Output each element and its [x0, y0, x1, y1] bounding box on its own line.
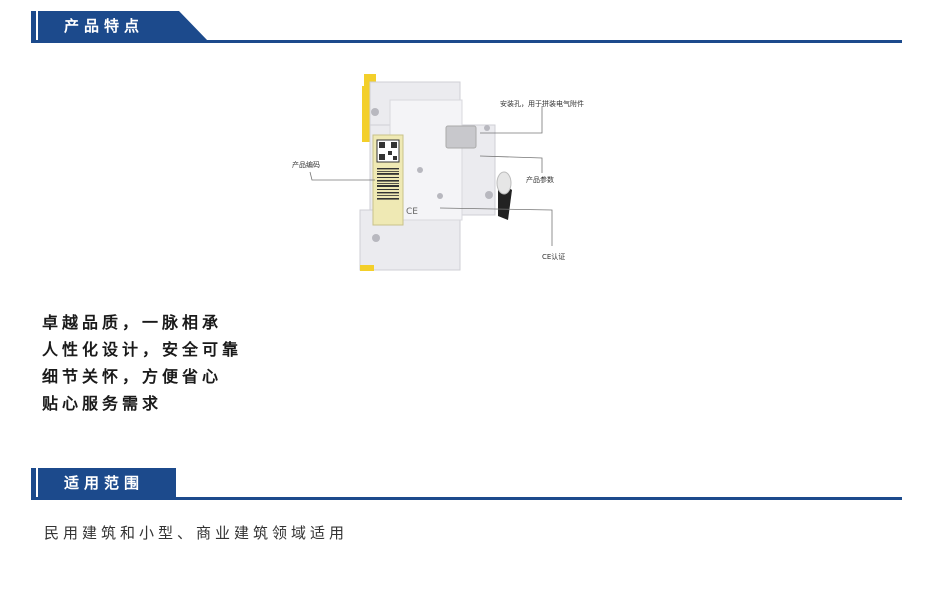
header-accent-bar — [31, 11, 36, 41]
callout-product-code: 产品编码 — [292, 161, 320, 169]
feature-item: 贴心服务需求 — [42, 394, 163, 413]
section-title: 产品特点 — [38, 11, 208, 41]
callout-ce: CE认证 — [542, 253, 566, 261]
feature-item: 人性化设计，安全可靠 — [42, 340, 243, 359]
ce-mark: CE — [406, 207, 418, 217]
product-image: CE 安装孔，用于拼装电气附件 产品编码 产品参数 CE认证 — [280, 70, 600, 280]
feature-item: 细节关怀，方便省心 — [42, 367, 223, 386]
feature-list: 卓越品质，一脉相承 人性化设计，安全可靠 细节关怀，方便省心 贴心服务需求 — [42, 309, 242, 417]
circuit-breaker-illustration: CE — [309, 74, 553, 271]
header-accent-bar — [31, 468, 36, 498]
section-title: 适用范围 — [38, 468, 176, 498]
header-rule — [31, 497, 902, 500]
scope-text: 民用建筑和小型、商业建筑领域适用 — [44, 524, 349, 542]
feature-item: 卓越品质，一脉相承 — [42, 313, 223, 332]
header-rule — [31, 40, 902, 43]
callout-params: 产品参数 — [526, 176, 554, 184]
callout-mount-hole: 安装孔，用于拼装电气附件 — [500, 100, 584, 108]
